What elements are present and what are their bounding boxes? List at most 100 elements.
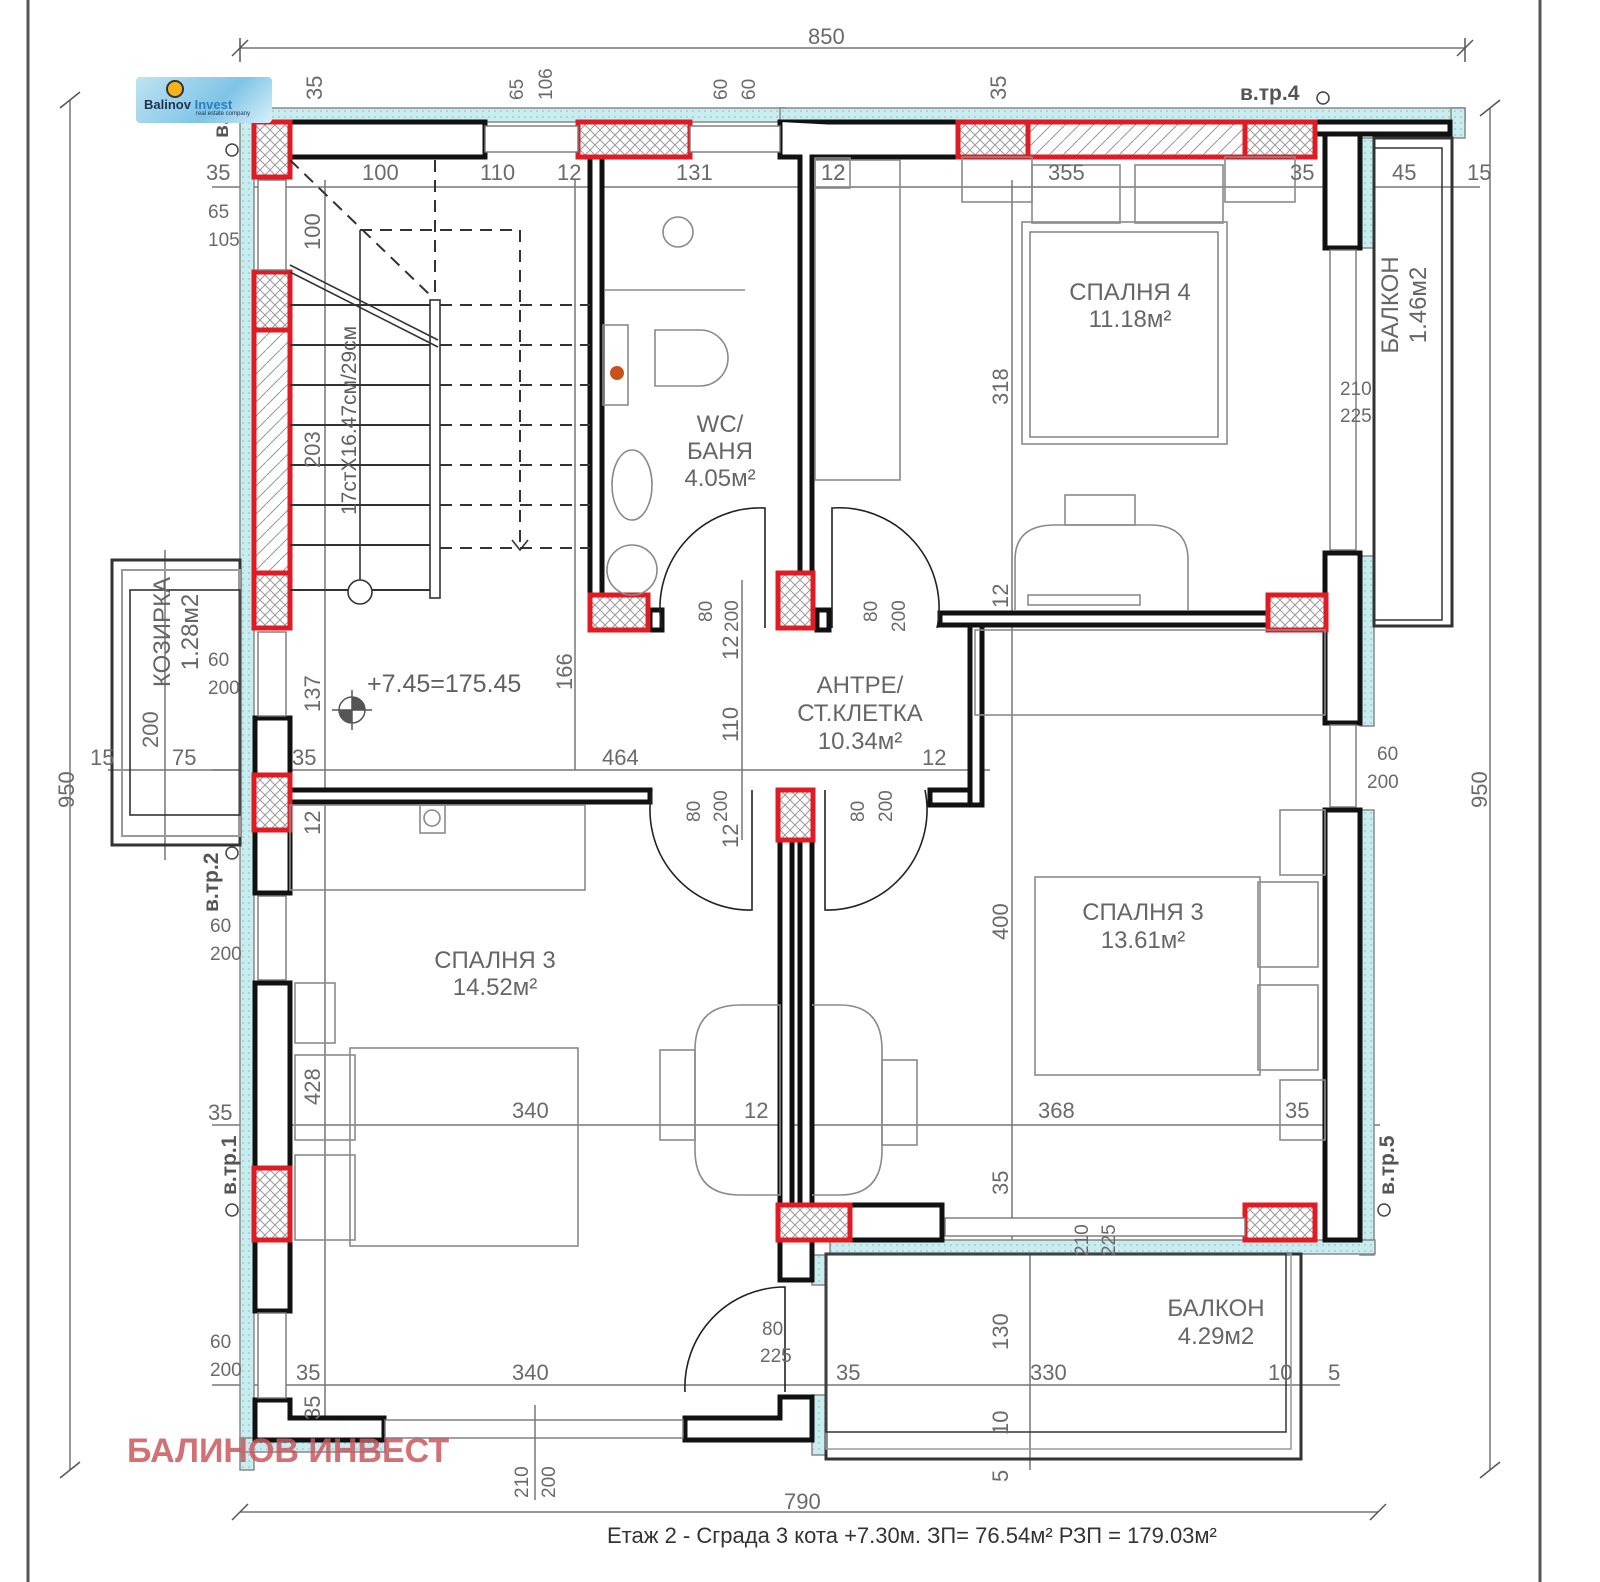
svg-text:БАЛКОН: БАЛКОН	[1167, 1295, 1264, 1322]
dim-left-100: 100	[300, 213, 325, 250]
svg-text:СТ.КЛЕТКА: СТ.КЛЕТКА	[797, 700, 923, 727]
svg-text:СПАЛНЯ 3: СПАЛНЯ 3	[1082, 899, 1204, 926]
downpipe-markers	[225, 91, 1391, 1217]
svg-text:4.05м²: 4.05м²	[684, 465, 755, 492]
door-dim-3: 200	[889, 600, 910, 632]
dim-left-35a: 35	[292, 745, 316, 770]
logo-name: Balinov Invest	[144, 97, 232, 112]
dim-hall-318: 318	[988, 368, 1013, 405]
page-frame	[26, 0, 1542, 1582]
dim-mid-368: 368	[1038, 1098, 1075, 1123]
plan-caption: Етаж 2 - Сграда 3 кота +7.30м. ЗП= 76.54…	[607, 1523, 1217, 1548]
room-label-balcony-right: БАЛКОН 1.46м2	[1377, 256, 1432, 353]
downpipe-label-2: в.тр.2	[200, 853, 223, 912]
dim-top-2: 110	[480, 160, 515, 185]
downpipe-label-4: в.тр.4	[1240, 82, 1300, 105]
svg-text:13.61м²: 13.61м²	[1101, 927, 1186, 954]
svg-text:WC/: WC/	[697, 411, 744, 438]
logo-name-accent: Invest	[194, 97, 233, 112]
svg-text:БАЛКОН: БАЛКОН	[1377, 256, 1404, 353]
dim-left-65: 65	[208, 202, 229, 223]
svg-text:СПАЛНЯ 4: СПАЛНЯ 4	[1069, 279, 1191, 306]
dim-left-60b: 60	[210, 916, 231, 937]
dim-top-6: 355	[1048, 160, 1085, 185]
dim-botv-200: 200	[539, 1466, 560, 1498]
dim-top-7: 35	[1290, 160, 1314, 185]
dim-left-200b: 200	[138, 711, 163, 748]
dim-mid-12: 12	[744, 1098, 768, 1123]
downpipe-label-1: в.тр.1	[218, 1135, 241, 1195]
level-marker	[332, 690, 372, 730]
win-dim-5: 225	[1099, 1224, 1120, 1256]
room-label-balcony-bottom: БАЛКОН 4.29м2	[1167, 1295, 1264, 1350]
dim-top-1: 100	[362, 160, 399, 185]
dim-bot-5: 5	[1328, 1360, 1340, 1385]
svg-text:АНТРЕ/: АНТРЕ/	[817, 672, 904, 699]
dim-hall-12e: 12	[821, 160, 845, 185]
dim-top-5: 12	[821, 160, 845, 185]
stair-label: 17стX16.47см/29см	[338, 326, 361, 515]
door-dim-9: 225	[760, 1346, 792, 1367]
dim-topv-2: 106	[536, 68, 557, 100]
structural-columns	[251, 119, 1329, 1243]
win-dim-0: 210	[1340, 379, 1372, 400]
room-label-canopy: КОЗИРКА 1.28м2	[149, 577, 204, 687]
dim-top-0: 35	[206, 160, 230, 185]
dim-hall-110: 110	[718, 707, 743, 742]
svg-text:СПАЛНЯ 3: СПАЛНЯ 3	[434, 947, 556, 974]
logo-name-main: Balinov	[144, 97, 191, 112]
svg-text:11.18м²: 11.18м²	[1089, 306, 1172, 333]
dim-topv-3: 60	[711, 79, 732, 100]
dim-top-4: 131	[676, 160, 713, 185]
dim-left-137: 137	[300, 675, 325, 712]
dim-left-75: 75	[172, 745, 196, 770]
dim-hall-400: 400	[988, 903, 1013, 940]
svg-text:10.34м²: 10.34м²	[818, 728, 903, 755]
dim-topv-0: 35	[302, 76, 327, 100]
staircase	[289, 159, 590, 605]
door-dim-2: 80	[861, 601, 882, 622]
downpipe-label-5: в.тр.5	[1376, 1135, 1399, 1195]
room-label-bedroom4: СПАЛНЯ 4 11.18м²	[1069, 279, 1191, 333]
dim-topv-1: 65	[507, 79, 528, 100]
dim-left-200a: 200	[208, 678, 240, 699]
svg-text:БАНЯ: БАНЯ	[687, 438, 753, 465]
dim-left-428: 428	[300, 1068, 325, 1105]
dim-botv-130: 130	[988, 1313, 1013, 1350]
dim-left-60c: 60	[210, 1332, 231, 1353]
room-label-bedroom3-left: СПАЛНЯ 3 14.52м²	[434, 947, 556, 1001]
dim-bot-10: 10	[1268, 1360, 1292, 1385]
door-dim-5: 200	[711, 790, 732, 822]
balcony-outlines	[110, 136, 1454, 1461]
door-dim-1: 200	[722, 600, 743, 632]
dim-botv-10: 10	[988, 1411, 1013, 1435]
furniture	[289, 156, 1326, 1247]
dim-botv-210: 210	[512, 1466, 533, 1498]
dim-topv-4: 60	[739, 79, 760, 100]
watermark-text: БАЛИНОВ ИНВЕСТ	[127, 1432, 449, 1470]
dim-hall-464: 464	[602, 745, 639, 770]
dim-left-15: 15	[90, 745, 114, 770]
door-dim-0: 80	[696, 601, 717, 622]
dim-mid-340: 340	[512, 1098, 549, 1123]
svg-text:14.52м²: 14.52м²	[453, 974, 538, 1001]
dim-left-35c: 35	[296, 1360, 320, 1385]
dim-mid-35v: 35	[988, 1171, 1013, 1195]
win-dim-1: 225	[1340, 406, 1372, 427]
dim-hall-12b: 12	[718, 824, 743, 848]
win-dim-4: 210	[1072, 1224, 1093, 1256]
dim-top-8: 45	[1392, 160, 1416, 185]
dim-left-35b: 35	[208, 1100, 232, 1125]
dim-overall-top: 850	[808, 24, 845, 49]
dim-overall-right: 950	[1467, 771, 1492, 808]
company-logo: Balinov Invest real estate company	[136, 77, 272, 123]
door-dim-7: 200	[876, 790, 897, 822]
dim-top-9: 15	[1467, 160, 1491, 185]
dim-hall-12c: 12	[922, 745, 946, 770]
dim-hall-166: 166	[552, 653, 577, 690]
dim-left-60a: 60	[208, 650, 229, 671]
svg-text:1.28м2: 1.28м2	[177, 594, 204, 671]
room-label-bedroom3-right: СПАЛНЯ 3 13.61м²	[1082, 899, 1204, 954]
dim-bot-330: 330	[1030, 1360, 1067, 1385]
door-dim-6: 80	[848, 801, 869, 822]
